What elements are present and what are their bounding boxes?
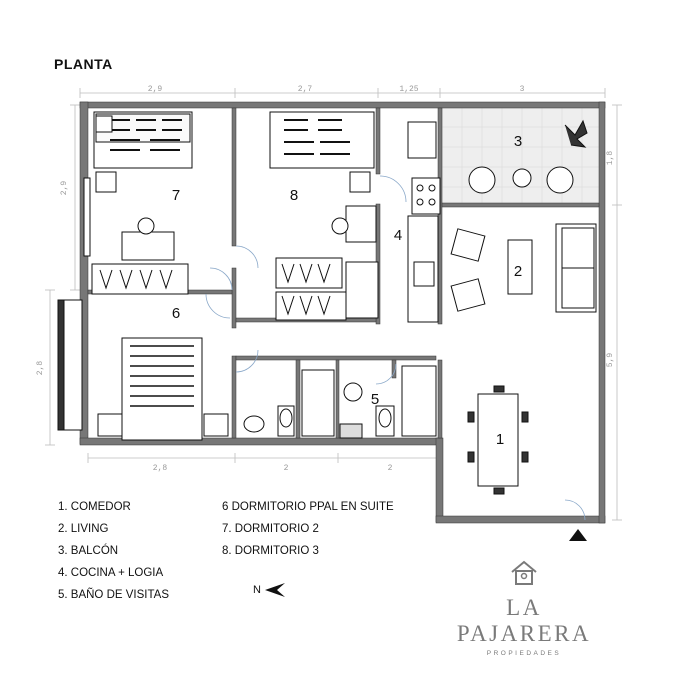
bed-room7 — [91, 111, 193, 295]
room-number-4: 4 — [394, 227, 402, 244]
dim-bottom-3: 2 — [388, 464, 393, 473]
entrance-triangle-icon — [569, 529, 587, 541]
dim-top-3: 1,25 — [399, 85, 418, 94]
dim-top-2: 2,7 — [298, 85, 313, 94]
legend-item: 2. LIVING — [58, 523, 109, 535]
legend-item: 8. DORMITORIO 3 — [222, 545, 319, 557]
plan-title: PLANTA — [54, 56, 113, 72]
legend-item: 5. BAÑO DE VISITAS — [58, 589, 169, 601]
dim-right-2: 5,9 — [606, 353, 615, 368]
legend-right: 6 DORMITORIO PPAL EN SUITE 7. DORMITORIO… — [222, 496, 394, 562]
door-swings — [205, 175, 586, 521]
north-label: N — [253, 584, 261, 596]
bathrooms — [243, 365, 437, 439]
kitchen — [407, 121, 441, 323]
room-number-7: 7 — [172, 187, 180, 204]
legend-item: 4. COCINA + LOGIA — [58, 567, 164, 579]
north-indicator: N — [253, 583, 285, 597]
brand-tagline: PROPIEDADES — [486, 650, 562, 657]
windows — [57, 177, 91, 431]
room-number-2: 2 — [514, 263, 522, 280]
brand-logo: LA PAJARERA PROPIEDADES — [452, 560, 596, 657]
living-furniture — [450, 223, 597, 313]
room-number-5: 5 — [371, 391, 379, 408]
bed-room8 — [269, 111, 379, 321]
legend-item: 3. BALCÓN — [58, 545, 119, 557]
brand-name: LA PAJARERA — [456, 595, 592, 646]
legend-item: 6 DORMITORIO PPAL EN SUITE — [222, 501, 394, 513]
room-number-6: 6 — [172, 305, 180, 322]
dim-bottom-1: 2,8 — [153, 464, 168, 473]
birdhouse-icon — [511, 560, 537, 585]
legend-left: 1. COMEDOR 2. LIVING 3. BALCÓN 4. COCINA… — [58, 496, 169, 606]
dining-furniture — [467, 385, 529, 495]
room-number-8: 8 — [290, 187, 298, 204]
legend-item: 1. COMEDOR — [58, 501, 131, 513]
bed-room6 — [97, 337, 229, 441]
dim-bottom-2: 2 — [284, 464, 289, 473]
balcony-furniture — [468, 119, 588, 194]
dim-top-4: 3 — [520, 85, 525, 94]
dim-left-1: 2,9 — [60, 181, 69, 196]
room-number-1: 1 — [496, 431, 504, 448]
legend-item: 7. DORMITORIO 2 — [222, 523, 319, 535]
dim-right-1: 1,8 — [606, 151, 615, 166]
room-number-3: 3 — [514, 133, 522, 150]
dim-top-1: 2,9 — [148, 85, 163, 94]
north-arrow-icon — [264, 583, 285, 597]
dim-left-2: 2,8 — [36, 361, 45, 376]
